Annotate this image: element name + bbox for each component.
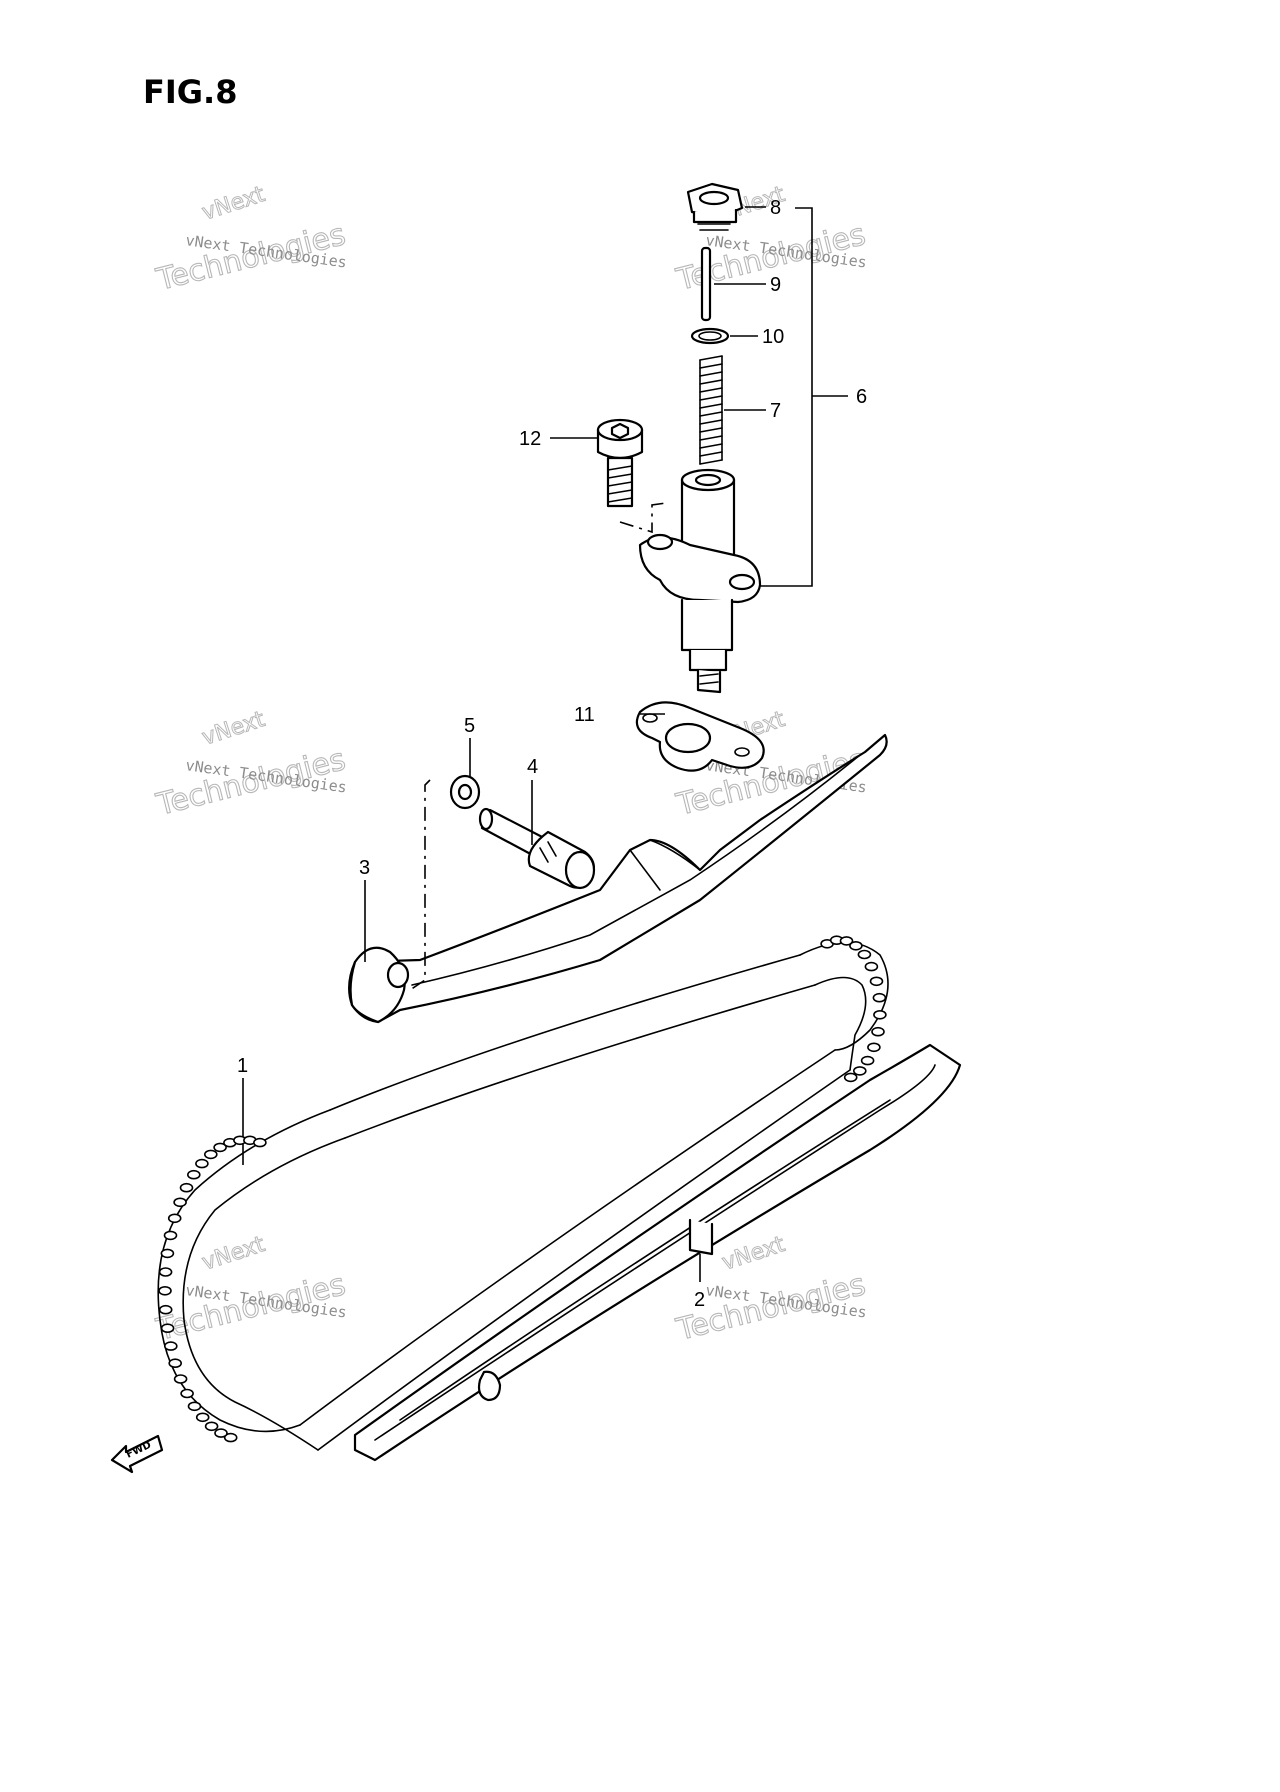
chain-link [158,1286,172,1296]
figure-title: FIG.8 [143,73,237,111]
chain-link [173,1197,187,1208]
watermark-outline: Technologies [152,742,348,823]
part-2-chain-guide[interactable] [353,1043,962,1462]
part-9-push-rod[interactable] [700,246,712,322]
callout-11: 11 [574,704,595,726]
watermark-word: vNext [199,1232,268,1276]
callout-9: 9 [770,274,781,296]
watermark-mid-left: vNext vNext Technologies Technologies [152,706,350,823]
chain-link [213,1142,227,1153]
part-7-spring[interactable] [699,355,723,465]
callout-10: 10 [762,326,784,348]
chain-link [857,949,872,960]
chain-link [867,1042,881,1053]
part-3-chain-tensioner-guide[interactable] [348,733,888,1024]
callout-6: 6 [856,386,867,408]
chain-link [164,1341,178,1351]
part-11-gasket[interactable] [635,701,765,772]
callout-2: 2 [694,1289,705,1311]
callout-8: 8 [770,197,781,219]
chain-link [160,1323,175,1333]
part-6-tensioner-assembly[interactable] [619,468,762,694]
chain-link [204,1149,218,1160]
chain-link [864,961,879,972]
chain-link [195,1412,210,1423]
chain-link [869,976,884,987]
chain-link [168,1358,182,1368]
chain-link [849,940,863,951]
chain-link [204,1421,219,1432]
chain-link [253,1137,267,1148]
part-8-cap-bolt[interactable] [686,182,744,231]
chain-link [872,992,887,1003]
chain-link [158,1304,173,1315]
part-5-washer[interactable] [449,774,481,810]
watermark-word: vNext [719,1232,788,1276]
chain-link [173,1374,188,1384]
part-1-cam-chain[interactable] [157,941,889,1451]
callout-labels: 8 9 10 7 6 12 11 5 4 3 1 2 [237,197,867,1311]
part-10-o-ring[interactable] [690,327,730,345]
chain-link [860,1055,875,1066]
chain-links [158,935,887,1443]
callout-5: 5 [464,715,475,737]
chain-link [158,1267,173,1277]
callout-12: 12 [519,428,541,450]
chain-link [873,1009,887,1020]
chain-link [214,1428,228,1438]
chain-link [179,1182,194,1193]
part-12-socket-bolt[interactable] [596,418,644,508]
part-4-pivot-bolt[interactable] [478,807,596,890]
chain-link [163,1230,178,1241]
chain-link [160,1248,175,1259]
chain-link [167,1213,182,1224]
chain-link [187,1401,202,1412]
chain-link [852,1066,867,1076]
watermark-top-left: vNext vNext Technologies Technologies [152,181,350,298]
chain-link [223,1432,238,1443]
chain-link [839,936,854,946]
callout-1: 1 [237,1055,248,1077]
watermark-word: vNext [199,707,268,751]
chain-link [180,1388,194,1399]
fwd-arrow-icon: FWD [110,1434,164,1474]
callout-3: 3 [359,857,370,879]
chain-link [187,1169,201,1180]
chain-link [843,1072,858,1083]
chain-link [195,1158,209,1169]
callout-4: 4 [527,756,538,778]
watermark-word: vNext [199,182,268,226]
chain-link [871,1026,885,1037]
watermark-bottom-left: vNext vNext Technologies Technologies [152,1231,350,1348]
leader-lines [242,206,848,1282]
watermark-outline: Technologies [152,217,348,298]
watermark-outline: Technologies [152,1267,348,1348]
callout-7: 7 [770,400,781,422]
